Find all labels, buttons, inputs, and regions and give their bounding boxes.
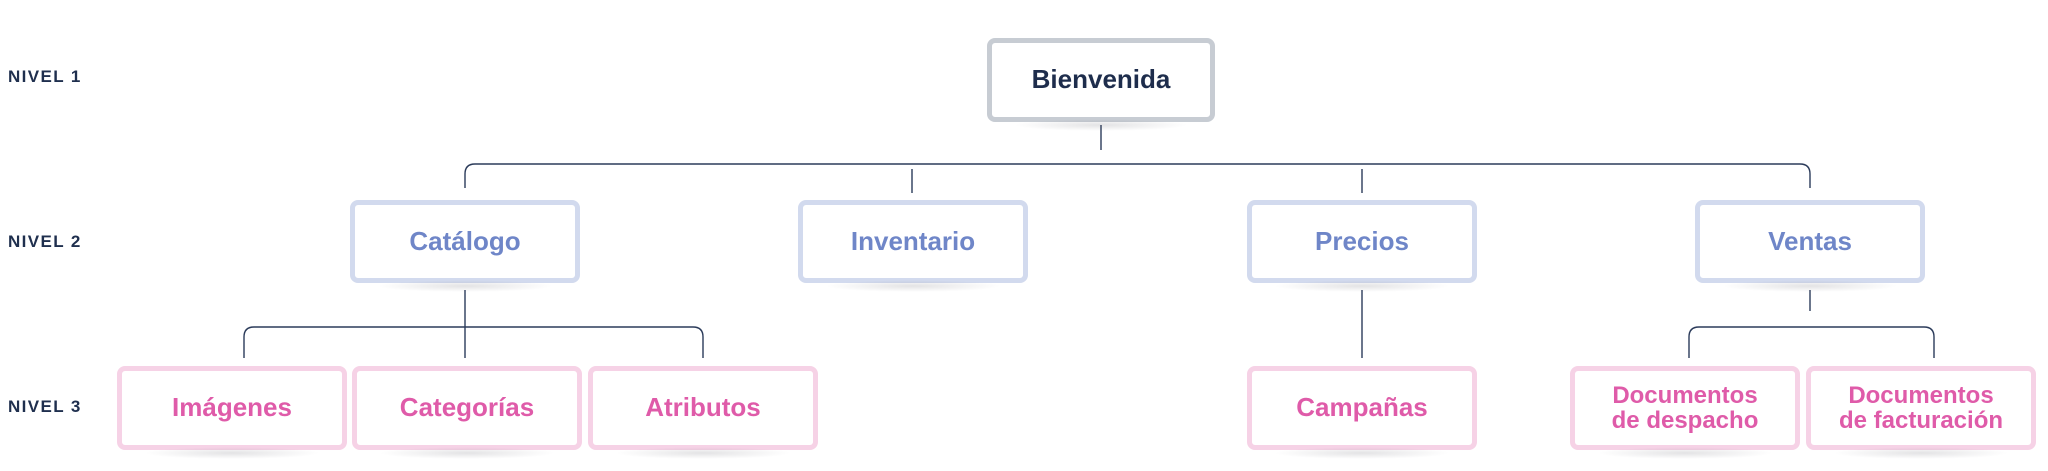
node-inventario-label: Inventario: [850, 225, 976, 256]
node-bienvenida-label: Bienvenida: [1031, 64, 1171, 95]
node-documentos-facturacion-label: Documentos de facturación: [1838, 381, 2004, 434]
node-categorias-label: Categorías: [399, 392, 535, 423]
node-atributos-label: Atributos: [645, 392, 761, 423]
level-2-label: NIVEL 2: [8, 232, 82, 251]
node-ventas-label: Ventas: [1768, 225, 1852, 256]
node-precios-label: Precios: [1315, 225, 1409, 256]
node-documentos-facturacion[interactable]: Documentos de facturación: [1806, 366, 2036, 459]
node-precios[interactable]: Precios: [1247, 200, 1477, 292]
node-documentos-despacho[interactable]: Documentos de despacho: [1570, 366, 1800, 459]
connector-ventas-children: [1688, 326, 1935, 358]
node-campanas[interactable]: Campañas: [1247, 366, 1477, 459]
node-catalogo[interactable]: Catálogo: [350, 200, 580, 292]
node-ventas[interactable]: Ventas: [1695, 200, 1925, 292]
node-inventario[interactable]: Inventario: [798, 200, 1028, 292]
node-categorias[interactable]: Categorías: [352, 366, 582, 459]
connector-level2-bar: [464, 163, 1811, 188]
node-bienvenida[interactable]: Bienvenida: [987, 38, 1215, 131]
level-1-label: NIVEL 1: [8, 67, 82, 86]
node-catalogo-label: Catálogo: [409, 225, 521, 256]
node-campanas-label: Campañas: [1296, 392, 1428, 423]
node-imagenes-label: Imágenes: [172, 392, 292, 423]
node-imagenes[interactable]: Imágenes: [117, 366, 347, 459]
level-3-label: NIVEL 3: [8, 397, 82, 416]
node-atributos[interactable]: Atributos: [588, 366, 818, 459]
node-documentos-despacho-label: Documentos de despacho: [1611, 381, 1759, 434]
connector-catalogo-children: [243, 326, 704, 358]
